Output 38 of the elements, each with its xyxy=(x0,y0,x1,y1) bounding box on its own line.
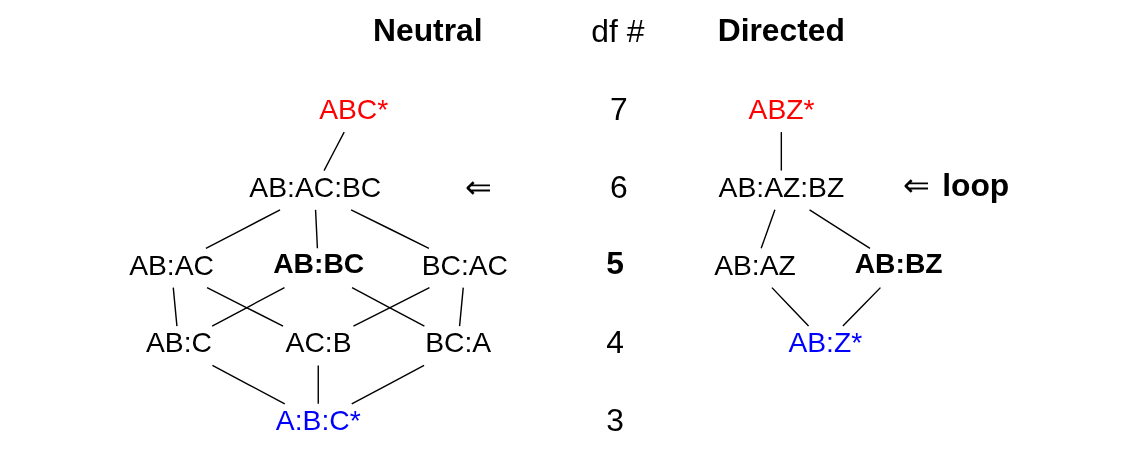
label: 6 xyxy=(609,168,628,205)
node-text: AB:AC xyxy=(129,248,214,281)
connector xyxy=(842,286,882,327)
node-text: A:B:C* xyxy=(275,404,361,437)
connector xyxy=(314,209,319,250)
node-text: BC:A xyxy=(425,326,492,359)
connector xyxy=(172,286,178,327)
connector xyxy=(771,286,810,327)
connector xyxy=(317,364,319,405)
node-text: AB:AZ xyxy=(714,248,796,281)
node-text: AB:AC:BC xyxy=(249,170,382,203)
label: df # xyxy=(591,13,645,50)
connector xyxy=(351,364,425,405)
label: ⇐ xyxy=(464,168,492,205)
node-text: AB:AZ:BZ xyxy=(718,170,845,203)
node-text: AB:BZ xyxy=(854,246,943,279)
node-text: AB:Z* xyxy=(788,326,863,359)
node-text: ABC* xyxy=(319,93,389,126)
node-text: ABZ* xyxy=(748,93,815,126)
connector xyxy=(350,209,430,250)
label: 4 xyxy=(606,324,625,361)
node-text: BC:AC xyxy=(421,248,509,281)
connector xyxy=(205,209,281,250)
label: ⇐ loop xyxy=(903,167,1010,204)
connector xyxy=(780,131,783,172)
connector xyxy=(458,286,464,327)
node-text: AB:C xyxy=(145,326,212,359)
label: 7 xyxy=(609,91,628,128)
label: 5 xyxy=(606,244,625,281)
connector xyxy=(760,209,776,250)
label: 3 xyxy=(606,402,625,439)
node-text: AC:B xyxy=(285,326,352,359)
connector xyxy=(808,209,871,250)
node-text: AB:BC xyxy=(273,246,365,279)
label: Neutral xyxy=(373,11,483,48)
connector xyxy=(211,364,286,405)
connector xyxy=(323,131,345,172)
label: Directed xyxy=(717,11,845,48)
